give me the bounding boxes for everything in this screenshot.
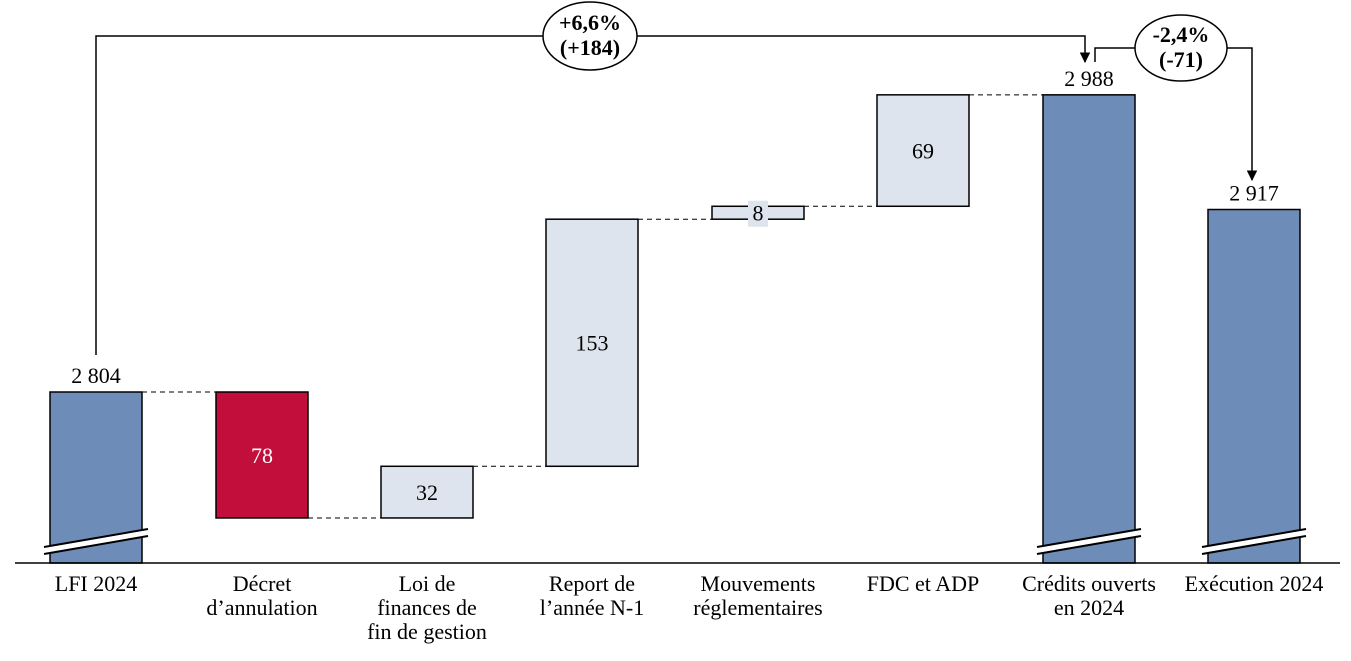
axis-break-gap [1037, 529, 1141, 554]
bar-5 [876, 94, 970, 208]
bar-3 [545, 218, 639, 468]
axis-break-gap [1202, 529, 1306, 554]
value-label: 2 804 [71, 363, 121, 388]
value-label: 78 [251, 443, 273, 468]
bar-2 [380, 465, 474, 519]
bar-6 [1042, 94, 1136, 564]
category-label: l’année N-1 [540, 595, 644, 620]
category-label: réglementaires [693, 595, 823, 620]
axis-break-mark [1036, 528, 1142, 548]
axis-break-mark [43, 535, 149, 555]
category-label: Exécution 2024 [1185, 571, 1324, 596]
axis-break-mark [1201, 535, 1307, 555]
category-label: en 2024 [1054, 595, 1124, 620]
axis-break-mark [43, 528, 149, 548]
bar-1 [215, 391, 309, 519]
annotation-delta: (+184) [560, 35, 620, 60]
category-label: fin de gestion [367, 619, 487, 644]
category-label: LFI 2024 [55, 571, 138, 596]
category-label: Loi de [399, 571, 456, 596]
axis-break-mark [1036, 535, 1142, 555]
annotation-percent: -2,4% [1153, 22, 1210, 47]
category-label: FDC et ADP [867, 571, 979, 596]
axis-break-gap [44, 529, 148, 554]
category-label: finances de [377, 595, 477, 620]
category-label: Crédits ouverts [1022, 571, 1156, 596]
category-label: Décret [233, 571, 292, 596]
category-label: d’annulation [206, 595, 317, 620]
axis-break-mark [1201, 528, 1307, 548]
value-label: 69 [912, 139, 934, 164]
value-label: 153 [576, 331, 609, 356]
value-label-bg [748, 200, 768, 227]
value-label: 8 [753, 201, 764, 226]
annotation-percent: +6,6% [559, 10, 621, 35]
value-label: 2 917 [1229, 181, 1279, 206]
category-label: Mouvements [701, 571, 816, 596]
category-label: Report de [549, 571, 635, 596]
annotation-bubble [1134, 14, 1228, 82]
annotation-delta: (-71) [1159, 47, 1203, 72]
value-label: 32 [416, 480, 438, 505]
bar-7 [1207, 208, 1301, 564]
annotation-bubble [542, 1, 638, 71]
value-label: 2 988 [1064, 66, 1114, 91]
